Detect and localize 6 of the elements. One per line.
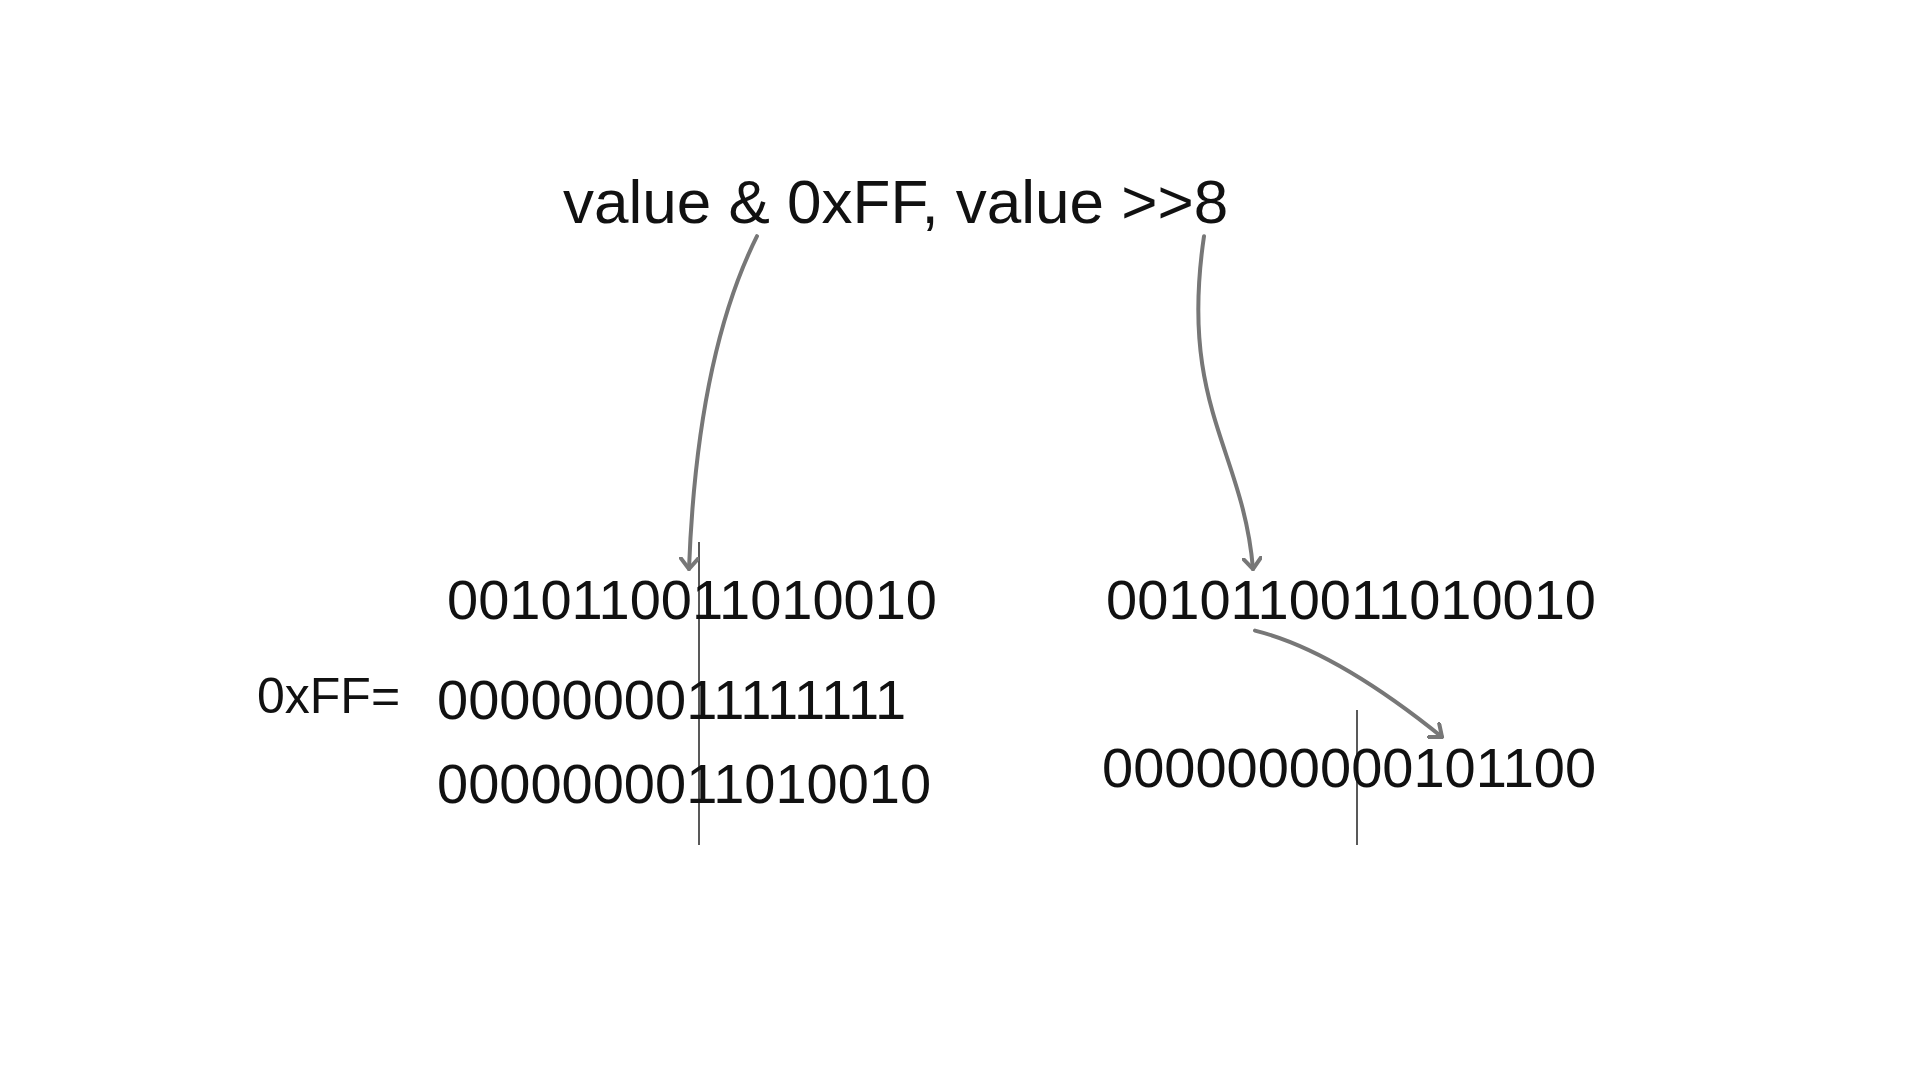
curved-arrow [1196,234,1263,571]
expression-text: value & 0xFF, value >>8 [563,168,1229,237]
binary-number: 0010110011010010 [1106,569,1596,631]
curved-arrow [678,234,759,571]
curved-arrow [1253,628,1444,740]
mask-label: 0xFF= [257,669,401,724]
